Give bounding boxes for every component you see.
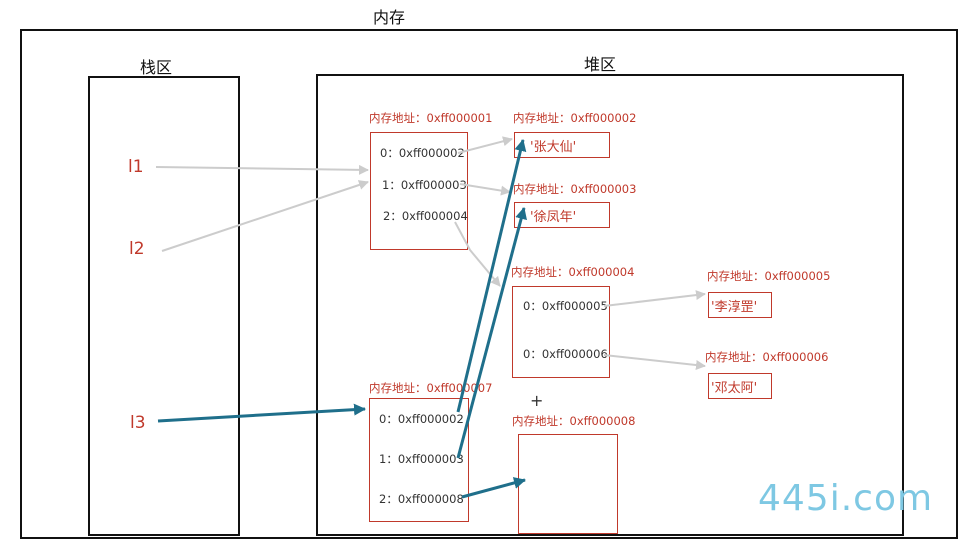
arrow-block7-to-block2 bbox=[456, 139, 527, 413]
block3-address: 内存地址：0xff000003 bbox=[513, 182, 637, 196]
cursor-plus: + bbox=[530, 391, 544, 410]
block6-value: '邓太阿' bbox=[711, 381, 758, 396]
memory-title: 内存 bbox=[373, 8, 406, 27]
arrow-block1-to-block3 bbox=[459, 183, 511, 196]
arrow-l2-to-block1 bbox=[161, 180, 369, 252]
block7-cell-1: 1：0xff000003 bbox=[379, 452, 464, 466]
block1-cell-0: 0：0xff000002 bbox=[380, 146, 465, 160]
arrow-block4-to-block6 bbox=[603, 354, 706, 370]
arrow-block1-to-block4 bbox=[454, 221, 501, 287]
arrow-block7-to-block8 bbox=[461, 477, 526, 499]
block6-box bbox=[708, 373, 772, 399]
watermark: 445i.com bbox=[758, 478, 934, 519]
stack-var-l3: l3 bbox=[130, 413, 146, 433]
stack-var-l1: l1 bbox=[128, 157, 144, 177]
block4-cell-1: 0：0xff000006 bbox=[523, 347, 608, 361]
arrow-l3-to-block7 bbox=[157, 403, 366, 423]
block2-value: '张大仙' bbox=[530, 140, 577, 155]
block1-cell-1: 1：0xff000003 bbox=[382, 178, 467, 192]
block5-box bbox=[708, 292, 772, 318]
block4-cell-0: 0：0xff000005 bbox=[523, 299, 608, 313]
block3-box bbox=[514, 202, 610, 228]
arrow-block1-to-block2 bbox=[457, 136, 513, 154]
block7-box bbox=[369, 398, 469, 522]
block1-address: 内存地址：0xff000001 bbox=[369, 111, 493, 125]
arrow-block7-to-block3 bbox=[456, 207, 527, 459]
block8-address: 内存地址：0xff000008 bbox=[512, 414, 636, 428]
block2-address: 内存地址：0xff000002 bbox=[513, 111, 637, 125]
block6-address: 内存地址：0xff000006 bbox=[705, 350, 829, 364]
block7-cell-0: 0：0xff000002 bbox=[379, 412, 464, 426]
stack-var-l2: l2 bbox=[129, 239, 145, 259]
block1-cell-2: 2：0xff000004 bbox=[383, 209, 468, 223]
arrow-l1-to-block1 bbox=[155, 164, 369, 175]
arrow-block4-to-block5 bbox=[603, 290, 706, 307]
block1-box bbox=[370, 132, 468, 250]
block4-address: 内存地址：0xff000004 bbox=[511, 265, 635, 279]
block7-cell-2: 2：0xff000008 bbox=[379, 492, 464, 506]
block3-value: '徐凤年' bbox=[530, 210, 577, 225]
stack-title: 栈区 bbox=[140, 58, 173, 77]
block2-box bbox=[514, 132, 610, 158]
reference-arrows bbox=[155, 136, 706, 499]
block4-box bbox=[512, 286, 610, 378]
heap-title: 堆区 bbox=[584, 55, 617, 74]
block5-address: 内存地址：0xff000005 bbox=[707, 269, 831, 283]
block5-value: '李淳罡' bbox=[711, 300, 758, 315]
